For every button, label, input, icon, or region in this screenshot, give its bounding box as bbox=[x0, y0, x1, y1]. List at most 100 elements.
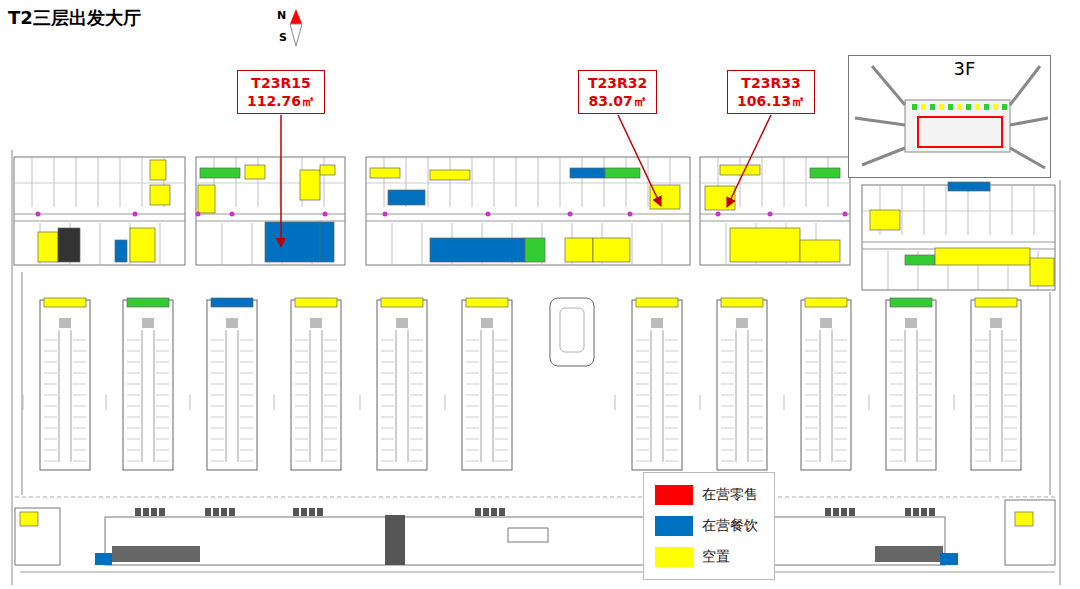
counter-line bbox=[919, 340, 932, 341]
counter-line bbox=[975, 373, 988, 374]
counter-line bbox=[410, 351, 423, 352]
counter-line bbox=[211, 439, 224, 440]
room-wall bbox=[196, 183, 345, 184]
legend-box: 在营零售在营餐饮空置 bbox=[643, 472, 775, 580]
counter-line bbox=[495, 362, 508, 363]
island-outline bbox=[377, 300, 427, 470]
counter-line bbox=[750, 461, 763, 462]
counter-line bbox=[495, 395, 508, 396]
curb-line bbox=[20, 572, 1055, 573]
counter-line bbox=[834, 340, 847, 341]
seat-row bbox=[499, 508, 505, 516]
counter-line bbox=[919, 417, 932, 418]
shop-unit bbox=[810, 168, 840, 178]
kiosk bbox=[508, 528, 548, 542]
marker-dot bbox=[133, 212, 138, 217]
counter-line bbox=[381, 450, 394, 451]
counter-line bbox=[890, 340, 903, 341]
counter-line bbox=[410, 340, 423, 341]
island-strip bbox=[44, 298, 86, 307]
counter-line bbox=[295, 406, 308, 407]
room-wall bbox=[428, 157, 429, 207]
room-wall bbox=[828, 157, 829, 207]
shop-unit bbox=[150, 160, 166, 180]
counter-line bbox=[410, 395, 423, 396]
floor-label: 3F bbox=[879, 58, 1050, 80]
counter-line bbox=[975, 384, 988, 385]
shop-unit bbox=[800, 240, 840, 262]
belt-line bbox=[990, 330, 991, 462]
belt-line bbox=[493, 330, 494, 462]
counter-line bbox=[73, 395, 86, 396]
callout-box: T23R33106.13㎡ bbox=[727, 70, 815, 114]
counter-line bbox=[919, 384, 932, 385]
counter-line bbox=[240, 373, 253, 374]
compass-north bbox=[290, 9, 302, 24]
room-wall bbox=[806, 157, 807, 207]
counter-line bbox=[890, 351, 903, 352]
corridor-line bbox=[862, 242, 1055, 243]
room-wall bbox=[632, 223, 633, 265]
counter-line bbox=[240, 439, 253, 440]
belt-line bbox=[310, 330, 311, 462]
inset-ground bbox=[848, 55, 1051, 178]
shop-block bbox=[14, 157, 185, 265]
inset-unit bbox=[939, 104, 944, 110]
counter-line bbox=[636, 362, 649, 363]
counter-line bbox=[721, 395, 734, 396]
counter-line bbox=[211, 406, 224, 407]
counter-line bbox=[466, 428, 479, 429]
shop-unit bbox=[570, 168, 605, 178]
counter-line bbox=[211, 395, 224, 396]
belt-line bbox=[322, 330, 323, 462]
counter-line bbox=[750, 406, 763, 407]
queue-post bbox=[106, 395, 107, 410]
compass-south bbox=[290, 24, 302, 46]
room-wall bbox=[662, 223, 663, 265]
shop-unit bbox=[20, 512, 38, 526]
room-wall bbox=[472, 157, 473, 207]
island-outline bbox=[717, 300, 767, 470]
counter-line bbox=[410, 428, 423, 429]
counter-line bbox=[1004, 406, 1017, 407]
counter-line bbox=[665, 417, 678, 418]
marker-dot bbox=[568, 212, 573, 217]
island-strip bbox=[890, 298, 932, 307]
counter-line bbox=[495, 351, 508, 352]
counter-line bbox=[805, 417, 818, 418]
belt-line bbox=[71, 330, 72, 462]
queue-post bbox=[445, 395, 446, 410]
counter-line bbox=[805, 439, 818, 440]
counter-line bbox=[721, 417, 734, 418]
counter-line bbox=[466, 461, 479, 462]
island-strip bbox=[295, 298, 337, 307]
marker-dot bbox=[486, 212, 491, 217]
leader-arrow bbox=[280, 115, 282, 247]
counter-line bbox=[410, 450, 423, 451]
inset-terminal bbox=[905, 100, 1010, 152]
room-wall bbox=[366, 183, 690, 184]
counter-line bbox=[495, 384, 508, 385]
counter-line bbox=[834, 450, 847, 451]
counter-line bbox=[975, 351, 988, 352]
counter-line bbox=[665, 351, 678, 352]
counter-line bbox=[1004, 450, 1017, 451]
counter-line bbox=[466, 417, 479, 418]
counter-line bbox=[975, 428, 988, 429]
shop-unit bbox=[905, 255, 935, 265]
belt-line bbox=[142, 330, 143, 462]
seat-row bbox=[841, 508, 847, 516]
outer-wall bbox=[1060, 180, 1061, 585]
seat-row bbox=[309, 508, 315, 516]
shop-unit bbox=[605, 168, 640, 178]
ramp bbox=[875, 546, 943, 562]
counter-line bbox=[750, 373, 763, 374]
counter-line bbox=[156, 428, 169, 429]
counter-line bbox=[636, 351, 649, 352]
page-title: T2三层出发大厅 bbox=[8, 6, 141, 30]
counter-line bbox=[665, 406, 678, 407]
counter-line bbox=[211, 417, 224, 418]
counter-line bbox=[636, 373, 649, 374]
counter-line bbox=[636, 384, 649, 385]
counter-line bbox=[324, 461, 337, 462]
